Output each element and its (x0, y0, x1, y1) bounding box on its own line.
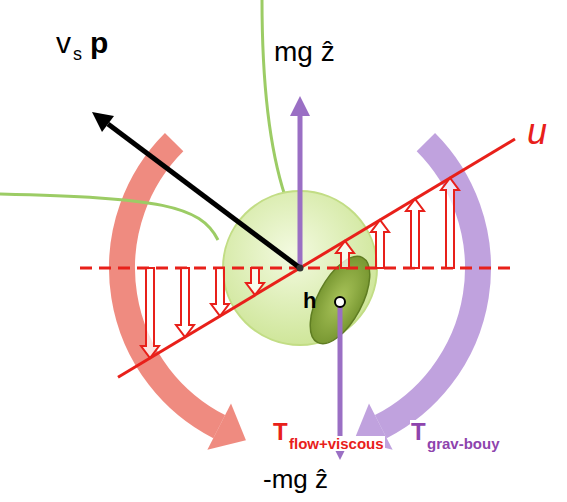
torque-symbol: T (410, 420, 427, 444)
velocity-symbol: v (56, 28, 71, 58)
center-dot (297, 265, 304, 272)
swimming-arrow (108, 124, 300, 268)
buoyancy-arrow-head (290, 96, 310, 116)
subscript: flow+viscous (288, 436, 385, 451)
flagellum (0, 194, 218, 240)
velocity-arrow (371, 220, 389, 268)
gravity-torque-arrow (381, 142, 478, 426)
subscript: grav-bouy (426, 436, 501, 451)
torque-symbol: T (272, 420, 289, 444)
velocity-arrow (441, 178, 459, 268)
swimming-arrow-head (92, 112, 114, 132)
velocity-arrow (406, 199, 424, 268)
flagellum (262, 0, 285, 196)
velocity-arrow (141, 268, 159, 358)
offset-label: h (303, 290, 316, 312)
gravity-arrow (338, 302, 343, 440)
force-label: -mg ẑ (262, 466, 329, 492)
direction-vector: p (90, 28, 108, 58)
velocity-arrow (176, 268, 194, 337)
gravity-center (335, 297, 345, 307)
velocity-arrow (211, 268, 229, 316)
force-label: mg ẑ (274, 38, 335, 66)
flow-torque-arrow (122, 142, 219, 426)
subscript: s (73, 45, 82, 63)
flow-label: u (527, 114, 547, 150)
flow-torque-arrow-head (207, 403, 246, 449)
buoyancy-arrow (298, 116, 303, 268)
